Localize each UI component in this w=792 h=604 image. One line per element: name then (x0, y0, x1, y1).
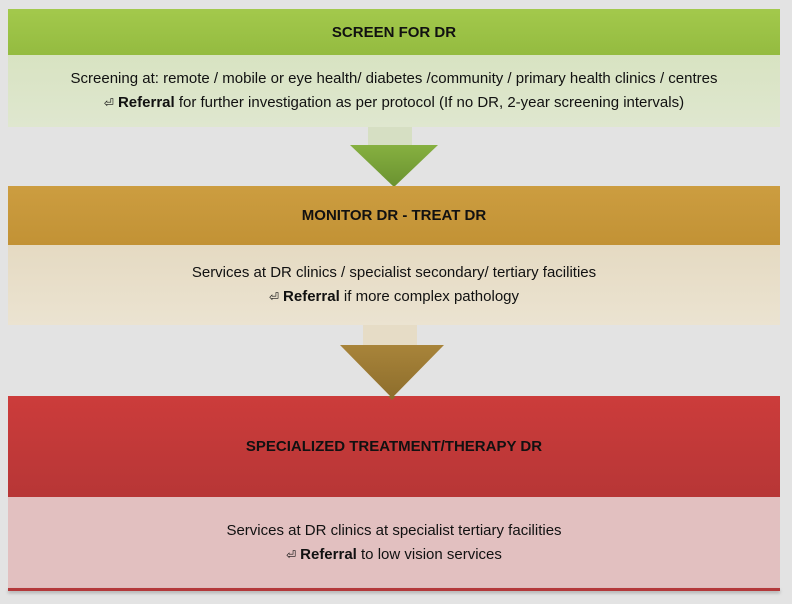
step-2-title: MONITOR DR - TREAT DR (301, 207, 487, 224)
arrow-2-stem (363, 325, 417, 347)
step-3-bottom-border (8, 588, 780, 591)
arrow-1-stem (368, 127, 412, 147)
step-1-title: SCREEN FOR DR (331, 23, 457, 41)
step-1-header: SCREEN FOR DR (8, 9, 780, 55)
referral-text: if more complex pathology (343, 288, 520, 305)
arrow-2-down-icon (340, 345, 444, 398)
return-arrow-icon: ⏎ (286, 547, 297, 562)
step-3-body: Services at DR clinics at specialist ter… (8, 497, 780, 588)
step-1-referral: ⏎Referral for further investigation as p… (104, 91, 684, 115)
step-1-description: Screening at: remote / mobile or eye hea… (70, 70, 718, 87)
referral-label: Referral (300, 545, 357, 563)
referral-label: Referral (283, 288, 340, 305)
arrow-1-down-icon (350, 145, 438, 187)
step-2-body: Services at DR clinics / specialist seco… (8, 245, 780, 325)
step-2-referral: ⏎Referral if more complex pathology (269, 285, 519, 309)
step-3-description: Services at DR clinics at specialist ter… (226, 521, 562, 539)
referral-text: for further investigation as per protoco… (178, 94, 685, 111)
step-1-body: Screening at: remote / mobile or eye hea… (8, 55, 780, 127)
arrow-2-tip (388, 396, 396, 400)
return-arrow-icon: ⏎ (103, 96, 114, 110)
step-2-header: MONITOR DR - TREAT DR (8, 186, 780, 245)
step-2-description: Services at DR clinics / specialist seco… (191, 264, 597, 281)
step-3-referral: ⏎Referral to low vision services (286, 543, 502, 567)
referral-text: to low vision services (361, 545, 502, 563)
return-arrow-icon: ⏎ (268, 290, 280, 304)
referral-label: Referral (117, 94, 175, 111)
step-3-title: SPECIALIZED TREATMENT/THERAPY DR (245, 438, 543, 455)
step-3-header: SPECIALIZED TREATMENT/THERAPY DR (8, 396, 780, 497)
